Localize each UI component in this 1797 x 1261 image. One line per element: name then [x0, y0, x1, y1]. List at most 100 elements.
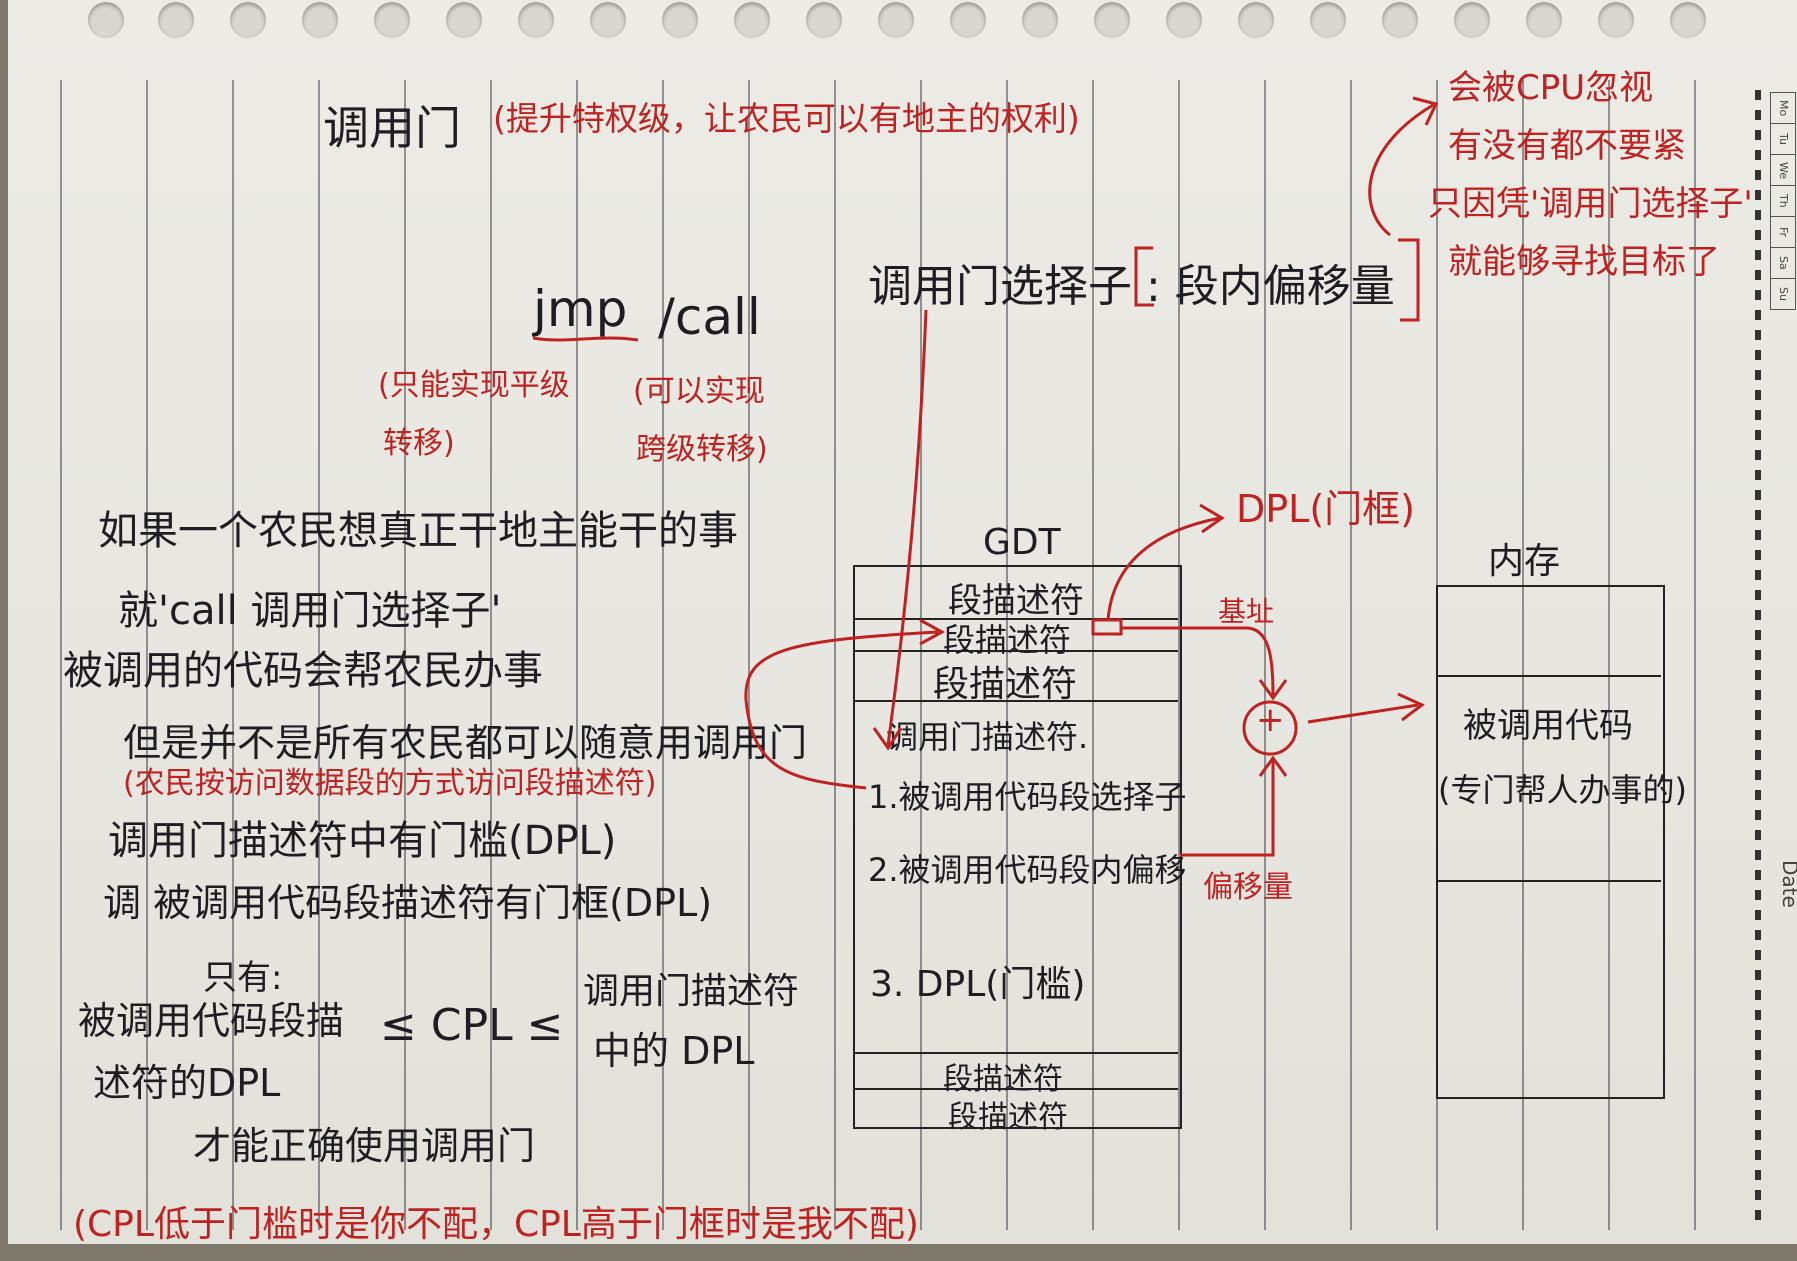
- weekday-label: Fr: [1770, 216, 1796, 247]
- weekday-strip: Mo Tu We Th Fr Sa Su: [1770, 92, 1796, 310]
- jmp-note: 转移): [383, 426, 455, 461]
- binder-hole: [88, 2, 124, 38]
- base-label: 基址: [1218, 595, 1275, 628]
- note-line: 被调用代码段描: [78, 999, 345, 1043]
- gdt-row-divider: [853, 700, 1178, 702]
- binder-hole: [662, 2, 698, 38]
- binder-hole: [302, 2, 338, 38]
- inequality: ≤ CPL ≤: [380, 1000, 564, 1051]
- weekday-label: Tu: [1770, 123, 1796, 154]
- ruled-line: [1522, 80, 1524, 1230]
- arrowhead: [1258, 679, 1288, 701]
- cpu-ignore-note: 就能够寻找目标了: [1448, 242, 1720, 282]
- binder-hole: [1094, 2, 1130, 38]
- binder-hole: [806, 2, 842, 38]
- door-frame-arrow: [1106, 516, 1221, 621]
- ruled-line: [146, 80, 148, 1230]
- selector-to-descriptor-arrow: [744, 630, 939, 790]
- binder-hole: [1598, 2, 1634, 38]
- base-field-marker: [1091, 618, 1123, 636]
- ruled-line: [1350, 80, 1352, 1230]
- binder-hole: [950, 2, 986, 38]
- ruled-line: [404, 80, 406, 1230]
- ruled-line: [662, 80, 664, 1230]
- selector-offset-label: 调用门选择子 : 段内偏移量: [868, 261, 1395, 312]
- binder-hole: [1238, 2, 1274, 38]
- binder-hole: [1670, 2, 1706, 38]
- jmp-underline: [532, 336, 639, 342]
- ruled-line: [60, 80, 62, 1230]
- note-line: 调用门描述符: [583, 971, 800, 1012]
- ruled-line: [318, 80, 320, 1230]
- cpu-ignore-note: 只因凭'调用门选择子': [1428, 184, 1753, 224]
- bracket-right: [1398, 238, 1420, 322]
- gdt-row: 段描述符: [948, 1100, 1068, 1135]
- gdt-label: GDT: [983, 522, 1061, 563]
- date-label: Date: [1778, 860, 1797, 908]
- gdt-row: 调用门描述符.: [886, 718, 1089, 756]
- note-line: 才能正确使用调用门: [193, 1124, 536, 1168]
- offset-arrow: [1180, 758, 1275, 857]
- bottom-note: (CPL低于门槛时是你不配，CPL高于门框时是我不配): [73, 1204, 919, 1245]
- call-note: (可以实现: [633, 374, 765, 409]
- dpl-door-frame: DPL(门框): [1236, 487, 1415, 531]
- perforation-dash: [1755, 90, 1761, 1220]
- ruled-line: [920, 80, 922, 1230]
- ruled-line: [748, 80, 750, 1230]
- bracket-left: [1134, 246, 1154, 307]
- weekday-label: Mo: [1770, 92, 1796, 123]
- weekday-label: Th: [1770, 185, 1796, 216]
- gdt-row-divider: [853, 1052, 1178, 1054]
- note-line: 就'call 调用门选择子': [118, 588, 502, 634]
- note-line: 只有:: [203, 958, 283, 998]
- ruled-line: [1694, 80, 1696, 1230]
- note-line: 述符的DPL: [93, 1061, 281, 1105]
- gdt-row-divider: [853, 1088, 1178, 1090]
- note-line: 中的 DPL: [593, 1029, 755, 1073]
- ruled-line: [490, 80, 492, 1230]
- gdt-row: 段描述符: [943, 1062, 1063, 1097]
- gdt-row: 段描述符: [948, 581, 1084, 621]
- selector-arrow: [886, 309, 928, 746]
- arrowhead: [919, 618, 946, 646]
- binder-hole: [374, 2, 410, 38]
- offset-label: 偏移量: [1203, 870, 1293, 905]
- binder-hole: [230, 2, 266, 38]
- note-line: 被调用的代码会帮农民办事: [63, 648, 543, 694]
- notebook-page: Mo Tu We Th Fr Sa Su Date 调用门 (提升特权级，让农民…: [8, 0, 1797, 1245]
- ruled-line: [1264, 80, 1266, 1230]
- call-note: 跨级转移): [636, 432, 768, 467]
- gdt-row: 2.被调用代码段内偏移: [868, 851, 1187, 889]
- annotation-arrows: [532, 96, 1439, 857]
- arrowhead: [1258, 755, 1288, 777]
- arrowhead: [1412, 96, 1439, 126]
- result-arrow: [1307, 703, 1419, 724]
- binder-hole: [1382, 2, 1418, 38]
- ruled-line: [834, 80, 836, 1230]
- weekday-label: We: [1770, 154, 1796, 185]
- binder-hole: [1310, 2, 1346, 38]
- note-line: 如果一个农民想真正干地主能干的事: [98, 508, 738, 554]
- cpu-ignore-note: 会被CPU忽视: [1448, 68, 1654, 108]
- base-arrow: [1120, 626, 1275, 696]
- binder-hole: [1526, 2, 1562, 38]
- binder-hole: [1166, 2, 1202, 38]
- curve-arrow-to-note: [1368, 103, 1434, 237]
- ruled-line: [576, 80, 578, 1230]
- cpu-ignore-note: 有没有都不要紧: [1448, 126, 1686, 166]
- gdt-row: 段描述符: [943, 621, 1072, 659]
- memory-label: 内存: [1488, 541, 1561, 582]
- ruled-line: [1092, 80, 1094, 1230]
- memory-box: [1436, 585, 1665, 1099]
- call-label: /call: [658, 288, 761, 346]
- memory-divider: [1436, 675, 1661, 677]
- memory-content: 被调用代码: [1463, 706, 1633, 746]
- jmp-note: (只能实现平级: [378, 368, 570, 403]
- binder-hole: [518, 2, 554, 38]
- arrowhead: [1199, 503, 1225, 534]
- gdt-row-divider: [853, 618, 1178, 620]
- arrowhead: [872, 727, 903, 751]
- note-line: (农民按访问数据段的方式访问段描述符): [123, 766, 657, 801]
- gdt-row: 3. DPL(门槛): [870, 964, 1086, 1005]
- weekday-label: Sa: [1770, 247, 1796, 278]
